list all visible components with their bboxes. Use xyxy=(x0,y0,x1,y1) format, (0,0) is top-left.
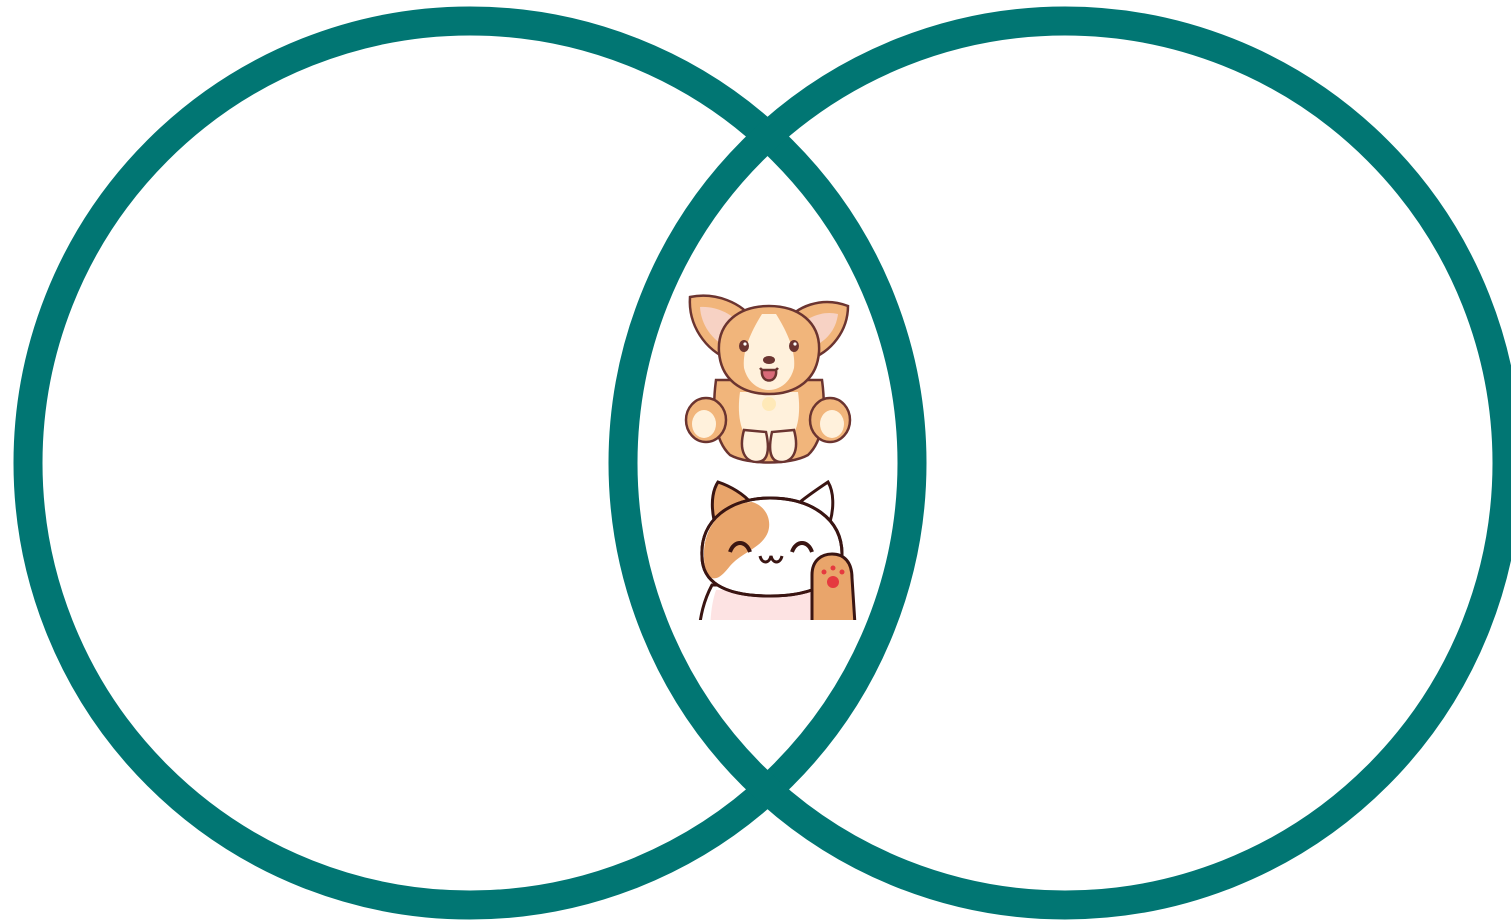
calico-cat-icon xyxy=(698,482,856,640)
corgi-puppy-icon xyxy=(686,296,850,463)
